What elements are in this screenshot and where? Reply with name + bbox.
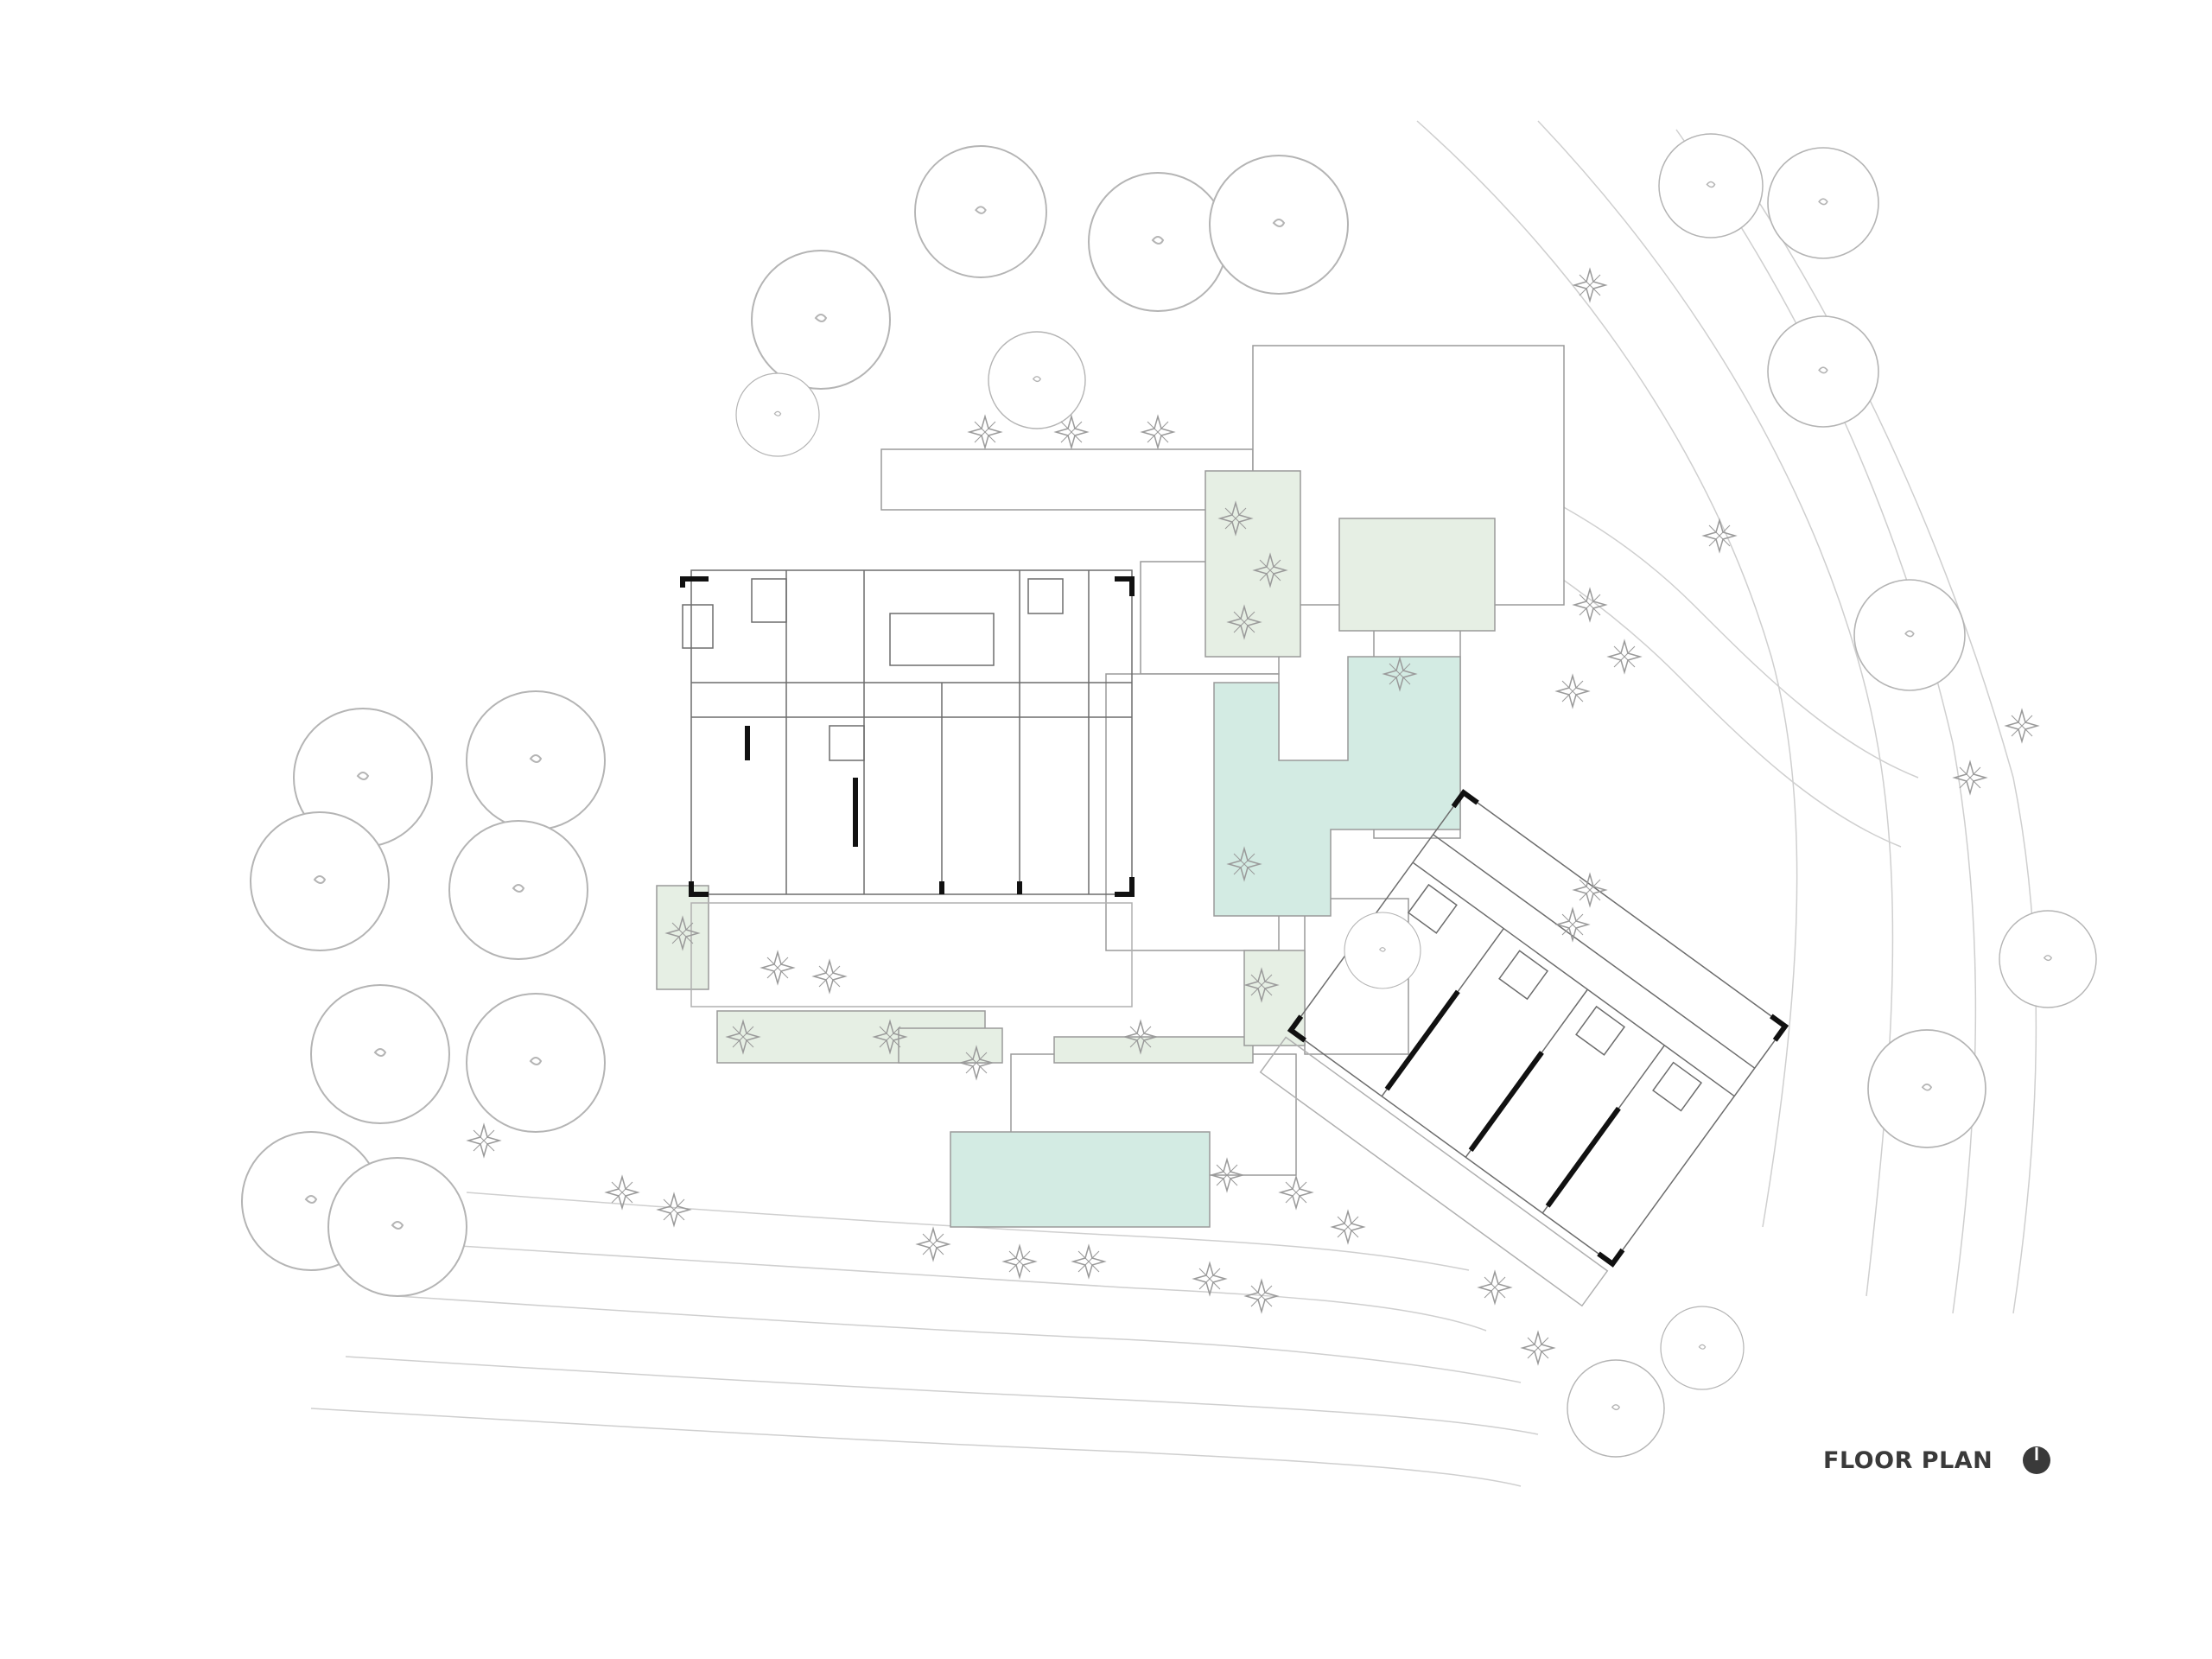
garden-beds <box>656 470 1496 1064</box>
water-features <box>950 656 1461 1228</box>
guest-pavilion <box>1259 789 1789 1307</box>
drawing-title: FLOOR PLAN <box>1823 1446 1993 1474</box>
main-building <box>680 569 1135 1007</box>
drawing-title-block: FLOOR PLAN <box>1823 1434 2065 1486</box>
north-arrow-icon <box>2022 1446 2051 1475</box>
